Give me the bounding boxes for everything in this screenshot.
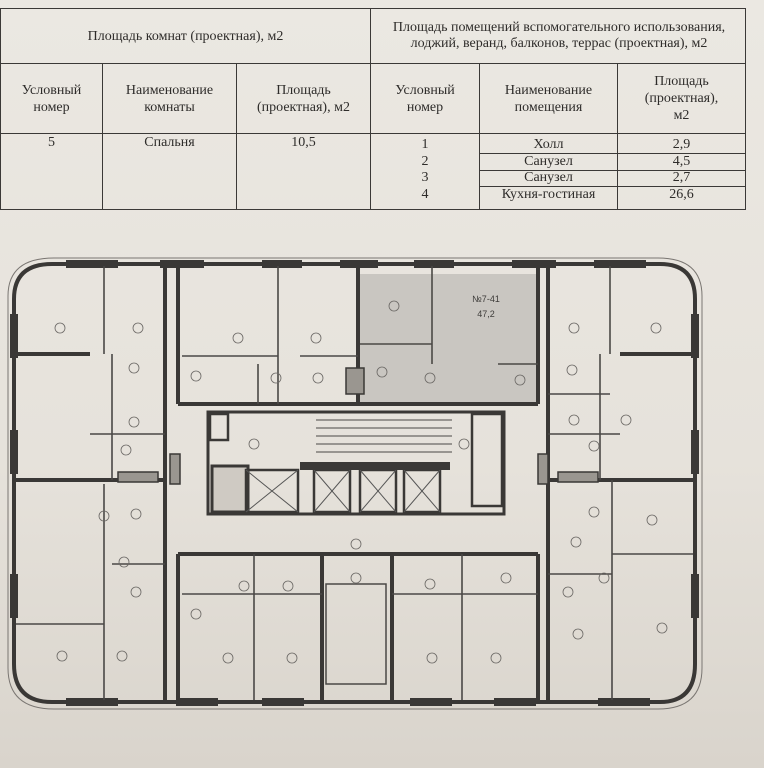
aux-row-number: 4 (421, 186, 429, 202)
aux-numbers: 1 2 3 4 (371, 137, 479, 203)
rooms-area-header: Площадь комнат (проектная), м2 (87, 28, 284, 44)
rooms-row-number: 5 (48, 134, 55, 150)
floor-plan: №7-41 47,2 (7, 257, 703, 710)
windows (10, 260, 699, 706)
aux-names: Холл Санузел Санузел Кухня-гостиная (480, 137, 617, 203)
apartment-area: 47,2 (477, 309, 495, 319)
aux-row-name: Санузел (524, 153, 573, 169)
shafts (117, 367, 599, 485)
rooms-row-name: Спальня (144, 134, 195, 150)
interior-walls (16, 266, 693, 700)
aux-col-area: Площадь (проектная), м2 (644, 74, 719, 123)
facade-outline (7, 257, 703, 710)
outer-wall (12, 262, 697, 704)
aux-row-number: 2 (421, 153, 429, 169)
aux-row-area: 4,5 (672, 153, 691, 169)
highlighted-apartment (360, 274, 538, 402)
aux-row-area: 2,7 (672, 170, 691, 185)
room-markers (54, 300, 668, 664)
aux-row-number: 1 (421, 137, 429, 152)
aux-row-area: 26,6 (669, 186, 694, 202)
elevator-stair-core (206, 410, 506, 685)
area-table: Площадь комнат (проектная), м2 Площадь п… (0, 8, 746, 210)
partitions (16, 266, 693, 700)
aux-row-name: Холл (533, 137, 564, 152)
rooms-col-number: Условный номер (21, 82, 82, 115)
rooms-row-area: 10,5 (291, 134, 316, 150)
rooms-col-area: Площадь (проектная), м2 (257, 82, 350, 115)
aux-col-name: Наименование помещения (504, 82, 593, 115)
aux-areas: 2,9 4,5 2,7 26,6 (618, 137, 745, 203)
aux-row-number: 3 (421, 170, 429, 185)
aux-col-number: Условный номер (395, 82, 455, 115)
rooms-col-name: Наименование комнаты (125, 82, 214, 115)
apartment-number: №7-41 (472, 294, 500, 304)
aux-row-area: 2,9 (672, 137, 691, 152)
aux-row-name: Санузел (524, 170, 573, 185)
aux-row-name: Кухня-гостиная (501, 186, 596, 202)
aux-area-header: Площадь помещений вспомогательного испол… (392, 20, 726, 51)
